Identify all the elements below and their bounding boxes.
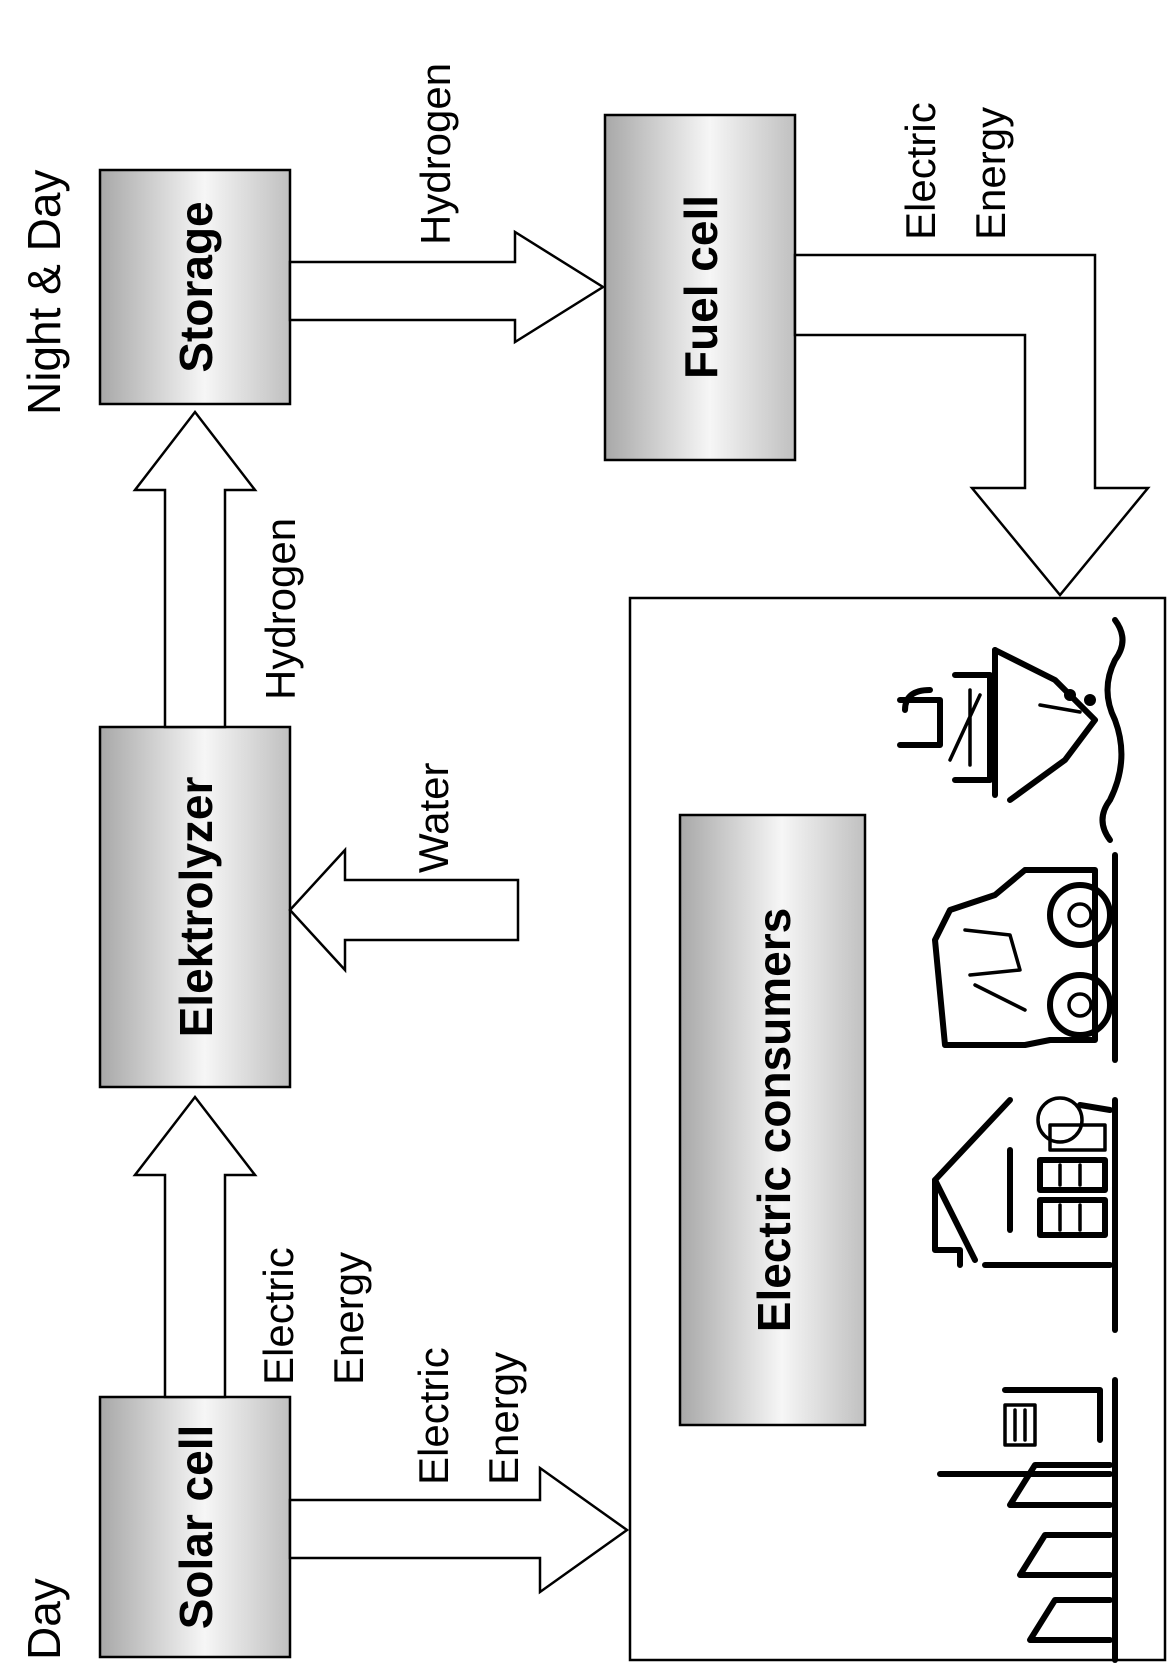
house-icon	[932, 1096, 1118, 1333]
arrow-solar-to-elektrolyzer	[132, 1094, 258, 1399]
flow-label-storage-to-fuel-cell: Hydrogen	[412, 63, 459, 245]
solar-cell-box: Solar cell	[98, 1395, 292, 1659]
flow-label-elektrolyzer-to-storage: Hydrogen	[257, 518, 304, 700]
factory-icon	[937, 1377, 1118, 1663]
fuel-cell-label: Fuel cell	[675, 195, 727, 379]
car-icon	[932, 852, 1118, 1063]
storage-label: Storage	[170, 201, 222, 372]
electric-consumers-label: Electric consumers	[748, 908, 800, 1332]
flow-label-fuel-cell-to-consumers: Electric Energy	[897, 91, 1014, 240]
elektrolyzer-label: Elektrolyzer	[170, 777, 222, 1038]
electric-consumers-box: Electric consumers	[678, 813, 867, 1427]
solar-cell-label: Solar cell	[170, 1425, 222, 1630]
flow-label-solar-to-elektrolyzer: Electric Energy	[255, 1236, 372, 1385]
elektrolyzer-box: Elektrolyzer	[98, 725, 292, 1089]
arrow-elektrolyzer-to-storage	[132, 409, 258, 729]
storage-box: Storage	[98, 168, 292, 406]
ship-icon	[897, 617, 1126, 843]
arrow-storage-to-fuel-cell	[288, 229, 606, 345]
arrow-fuel-cell-to-consumers	[793, 253, 1151, 597]
fuel-cell-box: Fuel cell	[603, 113, 797, 462]
flow-label-solar-to-consumers: Electric Energy	[410, 1336, 527, 1485]
flow-label-water: Water	[410, 763, 457, 873]
arrow-water-to-elektrolyzer	[288, 846, 520, 974]
label-day: Day	[18, 1578, 70, 1660]
label-night-and-day: Night & Day	[18, 170, 70, 415]
arrow-solar-to-consumers	[288, 1465, 630, 1595]
